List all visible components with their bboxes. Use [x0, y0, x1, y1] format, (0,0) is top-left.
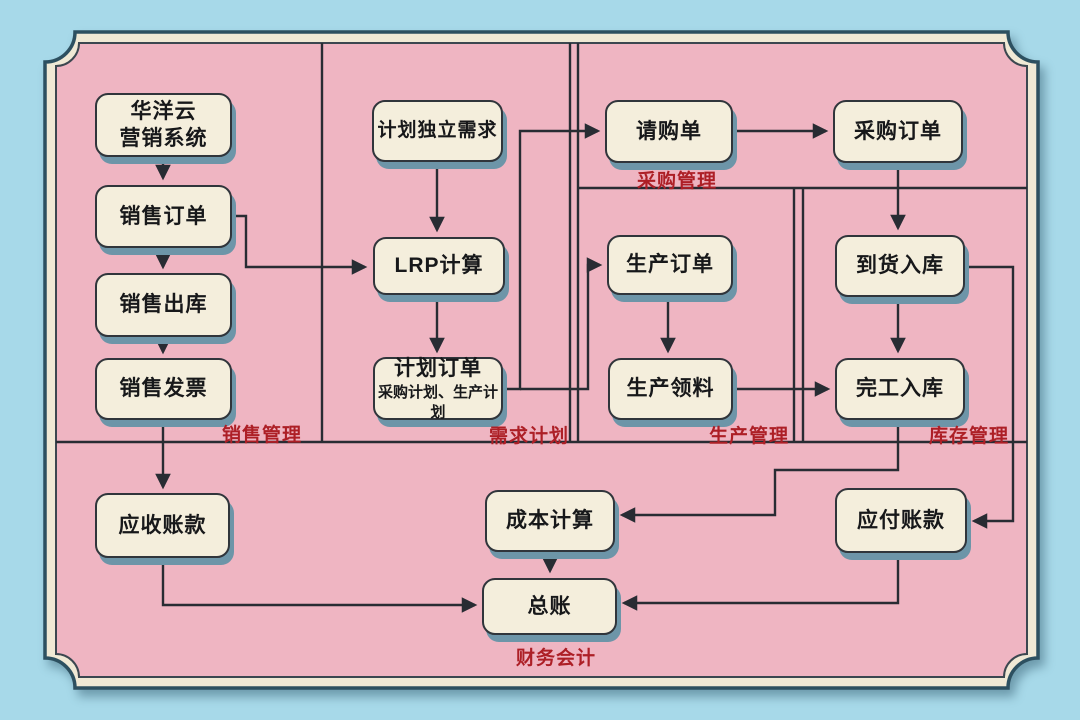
section-label-purchase: 采购管理	[637, 171, 718, 192]
node-accounts-receivable-label: 应收账款	[118, 513, 207, 537]
node-cost-calculation: 成本计算	[485, 490, 615, 552]
node-production-order: 生产订单	[607, 235, 733, 295]
node-sales-system: 华洋云 营销系统	[95, 93, 232, 157]
arrow-receivable-to-ledger	[161, 558, 478, 613]
section-label-demand: 需求计划	[489, 426, 570, 447]
node-planned-demand: 计划独立需求	[372, 100, 503, 162]
arrow-goodsreceipt-to-payable	[965, 265, 1015, 529]
node-goods-receipt-label: 到货入库	[856, 254, 944, 278]
node-planned-order-label: 计划订单	[394, 356, 482, 380]
node-purchase-order: 采购订单	[833, 100, 963, 163]
section-label-finance: 财务会计	[516, 648, 597, 669]
node-material-issue-label: 生产领料	[626, 377, 715, 401]
node-sales-system-label-line2: 营销系统	[119, 127, 208, 150]
node-accounts-payable: 应付账款	[835, 488, 967, 553]
section-label-sales: 销售管理	[222, 425, 303, 446]
node-sales-order-label: 销售订单	[119, 204, 208, 228]
node-cost-calculation-label: 成本计算	[506, 509, 594, 533]
node-lrp-calculation: LRP计算	[373, 237, 505, 295]
node-sales-outbound: 销售出库	[95, 273, 232, 337]
node-accounts-receivable: 应收账款	[95, 493, 230, 558]
arrow-finishedgoods-to-costcalc	[619, 420, 900, 523]
node-accounts-payable-label: 应付账款	[857, 508, 945, 532]
node-purchase-order-label: 采购订单	[854, 119, 942, 143]
node-lrp-calculation-label: LRP计算	[394, 254, 484, 278]
node-finished-goods-label: 完工入库	[856, 377, 944, 401]
node-sales-invoice: 销售发票	[95, 358, 232, 420]
section-label-inventory: 库存管理	[929, 426, 1010, 447]
frame-inner-panel	[55, 42, 1028, 678]
arrow-plannedorder-to-productionorder	[520, 257, 603, 391]
node-planned-demand-label: 计划独立需求	[377, 119, 498, 141]
node-purchase-request-label: 请购单	[636, 119, 702, 143]
arrow-plannedorder-to-requisition	[503, 123, 601, 391]
node-sales-invoice-label: 销售发票	[119, 377, 208, 401]
section-label-production: 生产管理	[709, 426, 790, 447]
node-general-ledger-label: 总账	[527, 594, 572, 618]
node-planned-order: 计划订单 采购计划、生产计划	[373, 356, 503, 421]
node-purchase-request: 请购单	[605, 100, 733, 163]
node-sales-order: 销售订单	[95, 185, 232, 248]
node-sales-system-label-line1: 华洋云	[130, 99, 197, 123]
node-general-ledger: 总账	[482, 578, 617, 635]
node-production-order-label: 生产订单	[626, 253, 714, 277]
node-material-issue: 生产领料	[608, 358, 733, 420]
node-goods-receipt: 到货入库	[835, 235, 965, 297]
node-finished-goods: 完工入库	[835, 358, 965, 420]
node-sales-outbound-label: 销售出库	[119, 293, 208, 317]
arrow-payable-to-ledger	[621, 553, 900, 611]
arrow-salesorder-to-lrp	[232, 214, 368, 275]
node-planned-order-sublabel: 采购计划、生产计划	[377, 384, 498, 421]
